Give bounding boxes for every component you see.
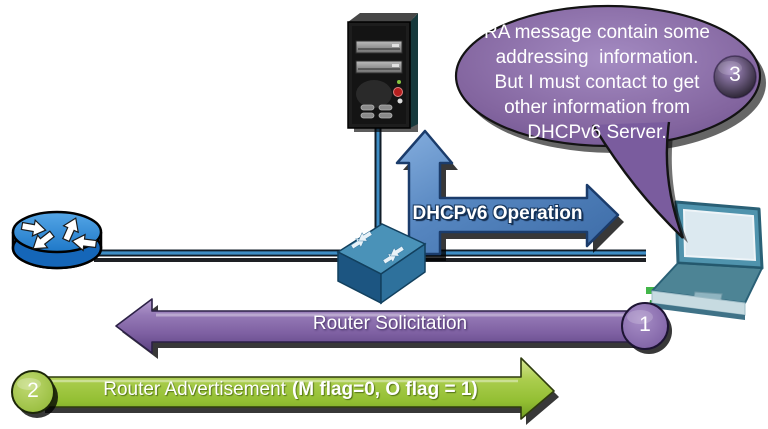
router-icon — [11, 210, 103, 270]
router-advertisement-text: Router Advertisement — [103, 379, 286, 400]
dhcpv6-operation-arrow — [395, 129, 624, 261]
router-solicitation-arrow — [115, 298, 672, 359]
step-3-circle — [713, 55, 757, 99]
bubble-line: DHCPv6 Server. — [527, 122, 667, 143]
laptop-icon — [646, 190, 766, 332]
step-1-badge: 1 — [639, 313, 651, 336]
server-power-button — [393, 87, 403, 97]
router-advertisement-arrow — [11, 357, 559, 425]
step-2-badge: 2 — [27, 379, 39, 402]
step-1-circle — [621, 302, 669, 350]
speech-bubble-text: RA message contain some addressing infor… — [458, 20, 736, 145]
step-3-badge: 3 — [729, 63, 741, 86]
bubble-line: RA message contain some — [483, 22, 710, 43]
server-power-led — [397, 80, 401, 84]
router-advertisement-label: Router Advertisement(M flag=0, O flag = … — [58, 379, 523, 401]
server-tower-icon — [347, 13, 418, 132]
bubble-line: other information from — [504, 97, 690, 118]
router-solicitation-label: Router Solicitation — [312, 313, 468, 334]
switch-icon — [336, 223, 427, 305]
speech-bubble-tail — [593, 122, 683, 238]
laptop-screen — [682, 208, 757, 262]
speech-bubble — [454, 4, 766, 243]
bubble-line: addressing information. — [495, 47, 699, 68]
bubble-line: But I must contact to get — [494, 72, 700, 93]
router-advertisement-flags: (M flag=0, O flag = 1) — [291, 379, 478, 400]
dhcpv6-operation-label: DHCPv6 Operation — [412, 203, 583, 224]
step-2-circle — [11, 370, 55, 414]
